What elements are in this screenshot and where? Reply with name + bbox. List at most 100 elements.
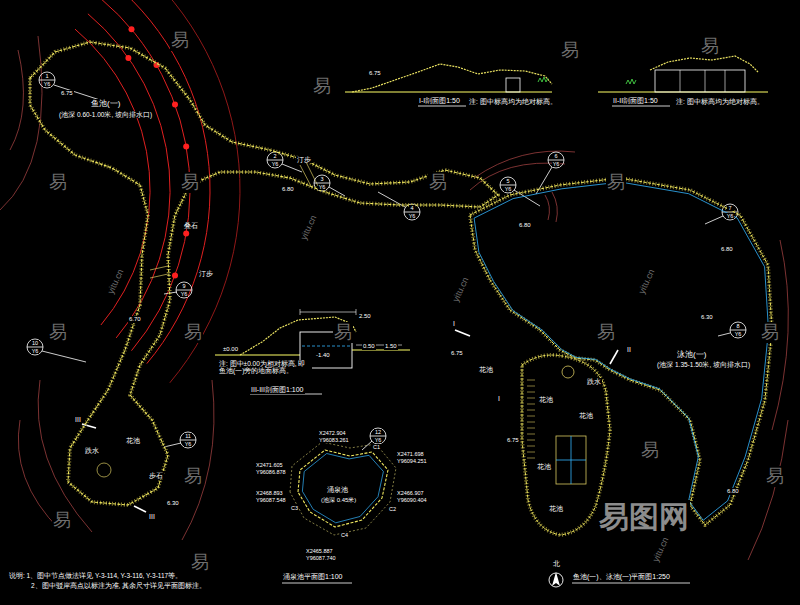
outline-stroke <box>30 42 498 505</box>
area-label: 花池 <box>536 463 552 470</box>
watermark: 易 <box>760 322 780 343</box>
section-mark: I <box>497 395 501 403</box>
coordinate-text: X2468.893 <box>255 490 284 496</box>
point-mark: C3 <box>290 505 299 511</box>
outline-stroke <box>470 178 772 525</box>
outline-stroke <box>298 450 388 527</box>
red-arcs <box>75 0 240 383</box>
watermark: yitu.cn <box>105 267 126 297</box>
drawing-title: III-III剖面图1:100 <box>250 386 305 394</box>
callout-sheet: Y6 <box>726 213 735 219</box>
pond-name: 泳池(一) <box>676 350 707 359</box>
callout-number: 2 <box>272 153 277 159</box>
callout-number: 11 <box>184 433 192 439</box>
pond-details <box>97 162 318 477</box>
callout-sheet: Y6 <box>552 161 561 167</box>
point-mark: C2 <box>388 506 397 512</box>
callout-sheet: Y6 <box>318 184 327 190</box>
elevation-text: 6.30 <box>700 314 714 321</box>
drawing-title: 鱼池(一)、泳池(一)平面图1:250 <box>572 573 671 581</box>
area-label: 汀步 <box>198 270 214 277</box>
note-text: 注: 图中标高均为绝对标高。 <box>468 98 558 105</box>
section-mark: I <box>452 320 456 328</box>
watermark: 易 <box>606 172 626 193</box>
drawing-title: 涌泉池平面图1:100 <box>282 573 344 581</box>
callout-sheet: Y6 <box>184 441 193 447</box>
watermark: 易 <box>312 76 332 97</box>
coordinate-text: Y96087.740 <box>305 555 337 561</box>
watermark: yitu.cn <box>450 275 471 305</box>
area-label: 花池 <box>125 437 141 444</box>
pond-depth-note: (池深 1.35-1.50米, 坡向排水口) <box>656 361 751 368</box>
callout-sheet: Y6 <box>180 291 189 297</box>
coordinate-text: X2471.698 <box>396 451 425 457</box>
coordinate-text: X2471.605 <box>255 462 284 468</box>
callout-sheet: Y6 <box>43 81 52 87</box>
coordinate-text: Y96083.261 <box>318 437 350 443</box>
coordinate-text: Y96094.251 <box>396 458 428 464</box>
dimension-text: 2.50 <box>358 313 372 320</box>
callout-sheet: Y6 <box>271 161 280 167</box>
elevation-text: 6.75 <box>60 90 74 97</box>
elevation-text: ±0.00 <box>222 346 239 353</box>
area-label: 跌水 <box>586 378 602 385</box>
fish-pond: 鱼池(一) (池深 0.60-1.00米, 坡向排水口) <box>24 36 504 511</box>
area-label: 花池 <box>478 366 494 373</box>
watermark: 易 <box>765 466 785 487</box>
pond-depth-note: (池深 0.60-1.00米, 坡向排水口) <box>58 111 153 118</box>
callout-number: 5 <box>505 178 510 184</box>
outline-stroke <box>470 178 772 525</box>
pond-name: 涌泉池 <box>326 486 349 494</box>
watermark: 易 <box>180 172 200 193</box>
north-arrow <box>282 572 690 587</box>
outline-stroke <box>302 454 383 523</box>
pond-name: 鱼池(一) <box>90 99 121 108</box>
note-text: 2、图中驳岸高点以标注为准, 其余尺寸详见平面图标注。 <box>30 582 207 589</box>
dimension-text: 1.50 <box>384 343 398 350</box>
note-text: 注: 图中±0.00为相对标高, 即鱼池(一)旁的地面标高。 <box>218 360 312 375</box>
elevation-text: 6.70 <box>128 316 142 323</box>
watermark: 易 <box>596 322 616 343</box>
north-label: 北 <box>552 560 561 568</box>
area-label: 叠石 <box>183 222 199 229</box>
elevation-text: 6.75 <box>506 437 520 444</box>
elevation-text: 6.80 <box>726 488 740 495</box>
callout-symbols <box>27 72 746 450</box>
elevation-text: 6.80 <box>518 222 532 229</box>
area-label: 步石 <box>148 472 164 479</box>
planting-island <box>522 355 610 535</box>
section-mark: III <box>74 416 82 424</box>
area-label: 花池 <box>578 412 594 419</box>
coordinate-text: X2466.907 <box>396 490 425 496</box>
elevation-text: 6.75 <box>450 350 464 357</box>
callout-number: 12 <box>374 429 382 435</box>
pond-depth-note: (池深 0.45米) <box>320 497 357 504</box>
callout-sheet: Y6 <box>504 186 513 192</box>
watermark: 易 <box>190 552 210 573</box>
note-text: 注: 图中标高均为绝对标高。 <box>675 98 765 105</box>
section-2 <box>598 56 768 106</box>
callout-number: 9 <box>181 283 186 289</box>
dimension-text: 0.50 <box>362 343 376 350</box>
elevation-text: 6.80 <box>720 246 734 253</box>
note-text: 说明: 1、图中节点做法详见 Y-3-114, Y-3-116, Y-3-117… <box>8 572 183 579</box>
drawing-title: I-I剖面图1:50 <box>418 97 461 105</box>
elevation-text: -1.40 <box>315 352 331 359</box>
callout-number: 1 <box>44 73 49 79</box>
watermark: yitu.cn <box>636 267 657 297</box>
elevation-text: 6.80 <box>281 186 295 193</box>
coordinate-text: Y96087.548 <box>255 497 287 503</box>
callout-number: 8 <box>735 323 740 329</box>
watermark: 易 <box>48 322 68 343</box>
area-label: 跌水 <box>84 447 100 454</box>
outline-stroke <box>30 42 498 505</box>
contour-lines <box>0 36 788 560</box>
watermark: 易 <box>700 36 720 57</box>
region-outline <box>464 172 778 531</box>
area-label: 花池 <box>548 505 564 512</box>
fountain-pool: 涌泉池 (池深 0.45米) <box>292 444 394 533</box>
area-label: 花池 <box>538 396 554 403</box>
callout-number: 6 <box>553 153 558 159</box>
watermark: yitu.cn <box>298 213 319 243</box>
